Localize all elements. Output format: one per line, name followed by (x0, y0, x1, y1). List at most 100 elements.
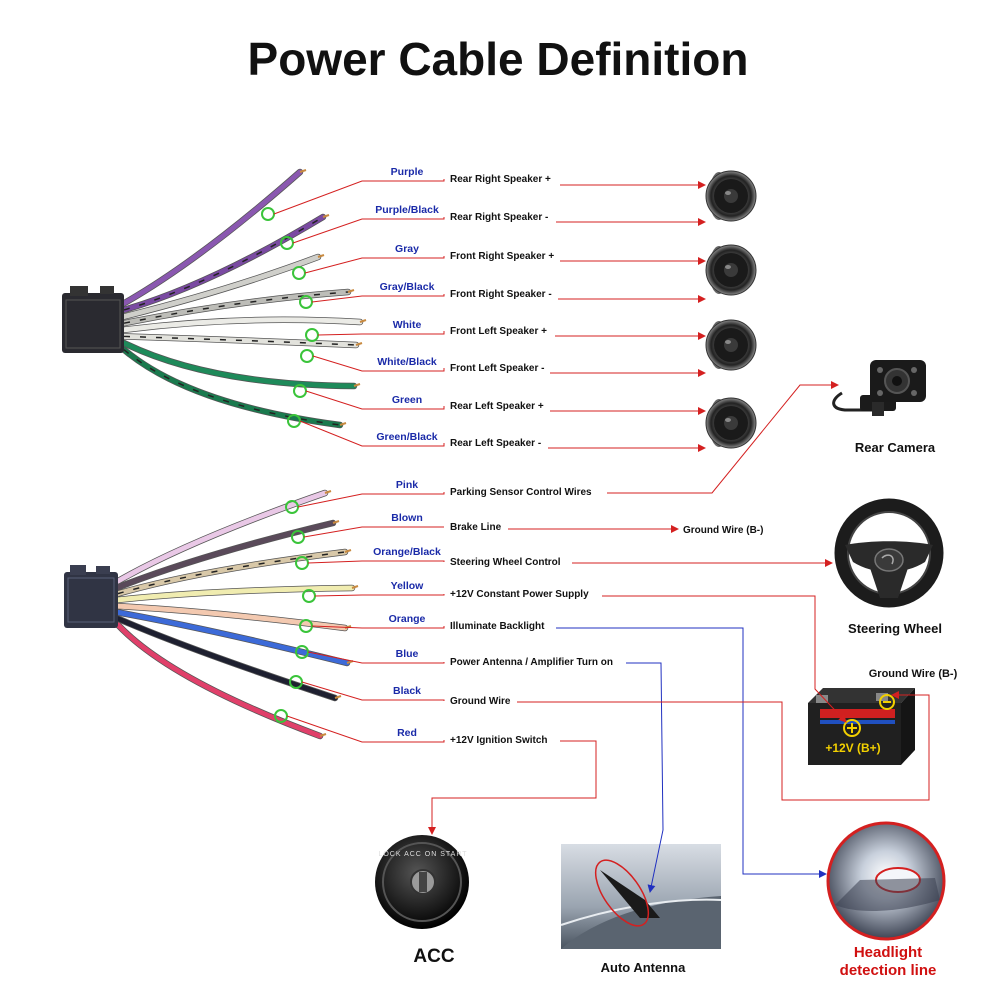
wire-function-label: Front Right Speaker + (450, 251, 554, 262)
brake-ground-label: Ground Wire (B-) (683, 525, 763, 536)
wire-function-label: +12V Constant Power Supply (450, 589, 589, 600)
wire-function-label: Front Left Speaker + (450, 326, 547, 337)
wire-function-label: Front Left Speaker - (450, 363, 544, 374)
wire-marker-ring (261, 207, 275, 221)
wire-tip (324, 490, 332, 494)
upper-harness (120, 168, 367, 429)
label-leader-line (303, 526, 444, 538)
wire-color-label: Green (392, 394, 422, 406)
auto-antenna-image (560, 844, 722, 949)
wire-purple (121, 169, 303, 306)
speaker-icon (705, 244, 757, 296)
connection-routes (428, 381, 930, 893)
label-leader-line (312, 355, 445, 372)
wire-function-label: Rear Right Speaker + (450, 174, 551, 185)
speaker-icon (705, 397, 757, 449)
wire-color-label: Purple/Black (375, 204, 439, 216)
wire-function-label: +12V Ignition Switch (450, 735, 548, 746)
route-ignition-to-acc (428, 740, 597, 835)
wire-stripe (123, 291, 349, 324)
wire-marker-ring (300, 349, 314, 363)
wire-color-label: Pink (396, 479, 418, 491)
wire-color-label: White/Black (377, 356, 437, 368)
battery-label: +12V (B+) (825, 741, 880, 755)
wire-orange (115, 603, 348, 631)
steering-wheel-label: Steering Wheel (848, 621, 942, 636)
wire-marker-ring (305, 328, 319, 342)
wire-function-label: Rear Left Speaker + (450, 401, 544, 412)
rear-camera-image (832, 360, 926, 416)
label-leader-line (286, 715, 445, 743)
wire-function-label: Steering Wheel Control (450, 557, 561, 568)
auto-antenna-label: Auto Antenna (601, 960, 686, 975)
wire-color-label: Blown (391, 512, 423, 524)
wire-tip (317, 254, 325, 258)
wire-color-label: Blue (396, 648, 419, 660)
acc-key-positions: LOCK ACC ON START (378, 851, 467, 858)
route-ground-to-battery (517, 691, 930, 801)
wire-tip (355, 342, 363, 346)
wire-tip (347, 289, 355, 293)
wire-function-label: Rear Right Speaker - (450, 212, 548, 223)
speakers (705, 170, 757, 449)
wire-white (121, 317, 363, 333)
label-leader-line (307, 651, 445, 664)
steering-wheel-image (834, 498, 944, 608)
wire-tip (332, 520, 340, 524)
label-leader-line (301, 681, 445, 701)
wire-color-label: Green/Black (376, 431, 437, 443)
label-leader-line (273, 179, 445, 215)
wire-function-label: Parking Sensor Control Wires (450, 487, 592, 498)
route-antenna (626, 662, 664, 893)
wire-tip (339, 422, 347, 426)
wire-blue (115, 609, 350, 666)
headlight-label-line2: detection line (840, 962, 937, 979)
upper-connector (62, 286, 124, 353)
wire-function-label: Brake Line (450, 522, 502, 533)
label-leader-line (314, 594, 445, 597)
wire-color-label: Orange (389, 613, 426, 625)
speaker-icon (705, 170, 757, 222)
label-leader-line (305, 390, 445, 410)
label-leader-line (292, 217, 445, 244)
wire-gray (121, 254, 321, 320)
label-leader-line (307, 560, 445, 564)
battery-image (808, 688, 915, 765)
wire-color-label: Purple (391, 166, 424, 178)
wire-function-label: Ground Wire (450, 696, 511, 707)
wire-yellow (115, 585, 355, 603)
wire-color-label: Yellow (391, 580, 425, 592)
wire-stripe (123, 335, 357, 346)
wire-color-label: White (393, 319, 422, 331)
wire-function-label: Rear Left Speaker - (450, 438, 541, 449)
wire-function-label: Power Antenna / Amplifier Turn on (450, 657, 613, 668)
label-leader-line (299, 420, 445, 447)
acc-label: ACC (413, 946, 454, 967)
wire-marker-ring (292, 266, 306, 280)
wire-function-label: Front Right Speaker - (450, 289, 552, 300)
wire-tip (319, 733, 327, 737)
battery-ground-label: Ground Wire (B-) (869, 668, 958, 680)
wire-green (121, 340, 357, 389)
label-leader-line (317, 331, 445, 336)
wire-color-label: Red (397, 727, 417, 739)
wire-tip (353, 383, 361, 387)
wire-pink (115, 490, 328, 584)
speaker-icon (705, 319, 757, 371)
wire-function-label: Illuminate Backlight (450, 621, 545, 632)
wire-stripe (117, 551, 346, 595)
label-leader-line (311, 625, 445, 629)
wire-color-label: Gray (395, 243, 419, 255)
lower-connector (64, 565, 118, 628)
headlight-image (826, 821, 946, 941)
wire-tip (351, 585, 359, 589)
lower-harness (114, 489, 359, 740)
wire-stripe (123, 349, 341, 426)
wire-tip (334, 695, 342, 699)
wire-color-label: Orange/Black (373, 546, 441, 558)
wire-tip (299, 169, 307, 173)
rear-camera-label: Rear Camera (855, 440, 936, 455)
